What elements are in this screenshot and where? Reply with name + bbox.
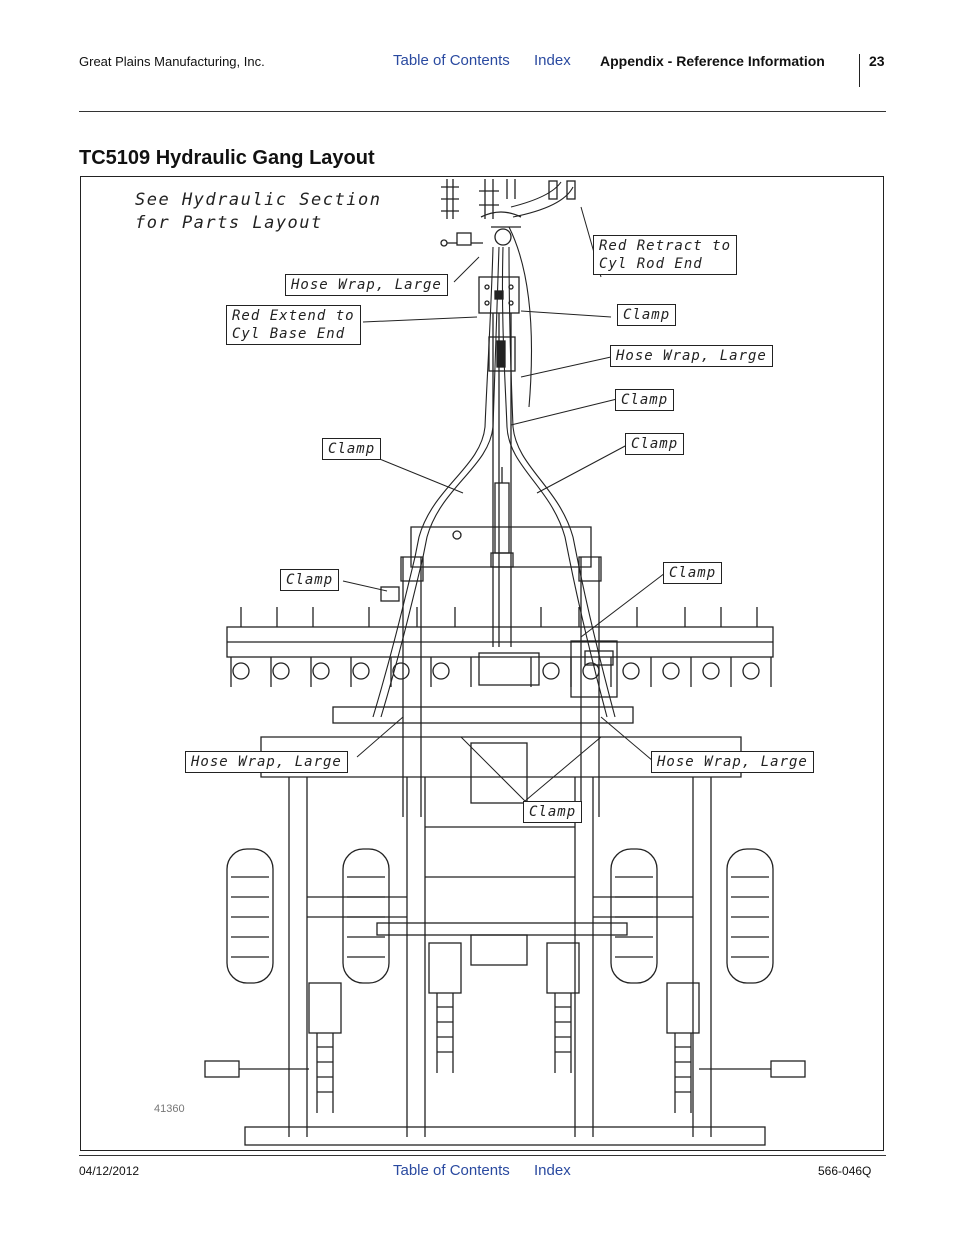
disc-row [230, 607, 772, 687]
callout-hose-wrap-lower-left: Hose Wrap, Large [185, 751, 348, 773]
header-divider [859, 54, 860, 87]
rear-bar [204, 1060, 806, 1146]
callout-clamp-4: Clamp [625, 433, 685, 455]
footer-index-link[interactable]: Index [534, 1162, 571, 1179]
lift-cylinder [490, 467, 514, 568]
section-title: Appendix - Reference Information [600, 53, 825, 69]
wheels [226, 848, 774, 984]
callout-red-retract: Red Retract to Cyl Rod End [593, 235, 738, 275]
doc-number: 566-046Q [818, 1164, 872, 1178]
callout-hose-wrap-top: Hose Wrap, Large [285, 274, 448, 296]
leader-lines [342, 206, 666, 802]
hitch-assembly [440, 179, 576, 314]
callout-clamp-6: Clamp [663, 562, 723, 584]
callout-red-retract-line1: Red Retract to [599, 238, 732, 254]
callout-red-extend-line2: Cyl Base End [232, 326, 346, 342]
callout-red-extend-line1: Red Extend to [232, 308, 355, 324]
header-index-link[interactable]: Index [534, 52, 571, 69]
callout-clamp-1: Clamp [617, 304, 677, 326]
callout-red-extend: Red Extend to Cyl Base End [226, 305, 361, 345]
main-frame [400, 526, 602, 817]
note-line-1: See Hydraulic Section [135, 190, 382, 210]
callout-hose-wrap-right: Hose Wrap, Large [610, 345, 773, 367]
company-name: Great Plains Manufacturing, Inc. [79, 54, 265, 69]
footer-toc-link[interactable]: Table of Contents [393, 1162, 510, 1179]
header-rule [79, 111, 886, 112]
page-title: TC5109 Hydraulic Gang Layout [79, 147, 375, 169]
callout-clamp-2: Clamp [615, 389, 675, 411]
figure-number: 41360 [154, 1103, 185, 1115]
footer-rule [79, 1155, 886, 1156]
callout-clamp-7: Clamp [523, 801, 583, 823]
machine-drawing [204, 179, 806, 1146]
callout-clamp-5: Clamp [280, 569, 340, 591]
callout-hose-wrap-lower-right: Hose Wrap, Large [651, 751, 814, 773]
note-line-2: for Parts Layout [135, 213, 323, 233]
header-toc-link[interactable]: Table of Contents [393, 52, 510, 69]
page-number: 23 [869, 53, 885, 69]
rear-spring-tines [308, 942, 700, 1113]
gang-toolbar [226, 586, 774, 724]
hydraulic-layout-figure: See Hydraulic Section for Parts Layout R… [80, 176, 884, 1151]
footer-date: 04/12/2012 [79, 1164, 140, 1178]
callout-red-retract-line2: Cyl Rod End [599, 256, 703, 272]
callout-clamp-3: Clamp [322, 438, 382, 460]
hydraulic-hoses [372, 181, 616, 718]
